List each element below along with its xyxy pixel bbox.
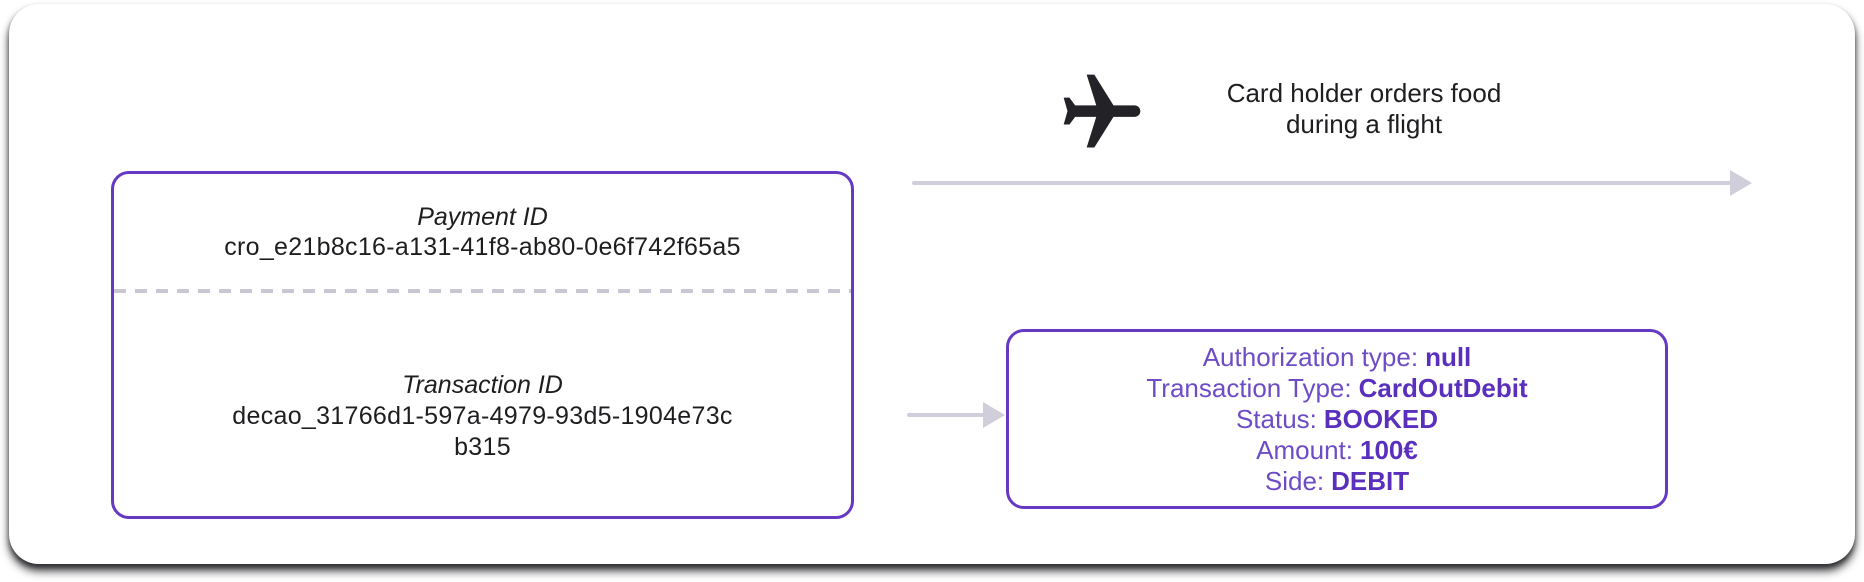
flight-caption-line2: during a flight [1285,109,1443,139]
detail-label: Status: [1235,403,1317,434]
detail-value: DEBIT [1331,465,1410,496]
detail-label: Authorization type: [1202,341,1419,372]
detail-value: 100€ [1359,434,1418,465]
detail-row-side: Side:DEBIT [1265,466,1409,497]
detail-value: BOOKED [1323,403,1439,434]
detail-value: null [1425,341,1472,372]
transaction-id-label: Transaction ID [402,371,563,399]
transaction-id-value-line1: decao_31766d1-597a-4979-93d5-1904e73c [232,402,733,430]
flight-arrow-line [912,181,1731,185]
detail-label: Side: [1264,465,1325,496]
flight-arrow-head [1730,170,1752,196]
card-surface: Payment ID cro_e21b8c16-a131-41f8-ab80-0… [9,4,1855,564]
detail-value: CardOutDebit [1358,372,1528,403]
detail-row-status: Status:BOOKED [1236,404,1438,435]
payment-id-section: Payment ID cro_e21b8c16-a131-41f8-ab80-0… [114,174,851,289]
booking-arrow-head [983,402,1005,428]
detail-row-authorization-type: Authorization type:null [1203,342,1472,373]
detail-label: Amount: [1256,434,1353,465]
flight-caption-line1: Card holder orders food [1226,78,1502,108]
booking-arrow-line [907,413,985,417]
detail-row-transaction-type: Transaction Type:CardOutDebit [1146,373,1527,404]
detail-row-amount: Amount:100€ [1256,435,1418,466]
flight-caption: Card holder orders food during a flight [1164,78,1564,140]
airplane-icon [1063,74,1141,148]
payment-id-value: cro_e21b8c16-a131-41f8-ab80-0e6f742f65a5 [224,232,741,261]
transaction-id-value-line2: b315 [454,433,511,461]
transaction-details-box: Authorization type:null Transaction Type… [1006,329,1668,509]
detail-label: Transaction Type: [1146,372,1352,403]
dashed-divider [114,289,851,293]
payment-id-label: Payment ID [417,202,548,231]
payment-ids-box: Payment ID cro_e21b8c16-a131-41f8-ab80-0… [111,171,854,519]
transaction-id-section: Transaction ID decao_31766d1-597a-4979-9… [114,293,851,516]
